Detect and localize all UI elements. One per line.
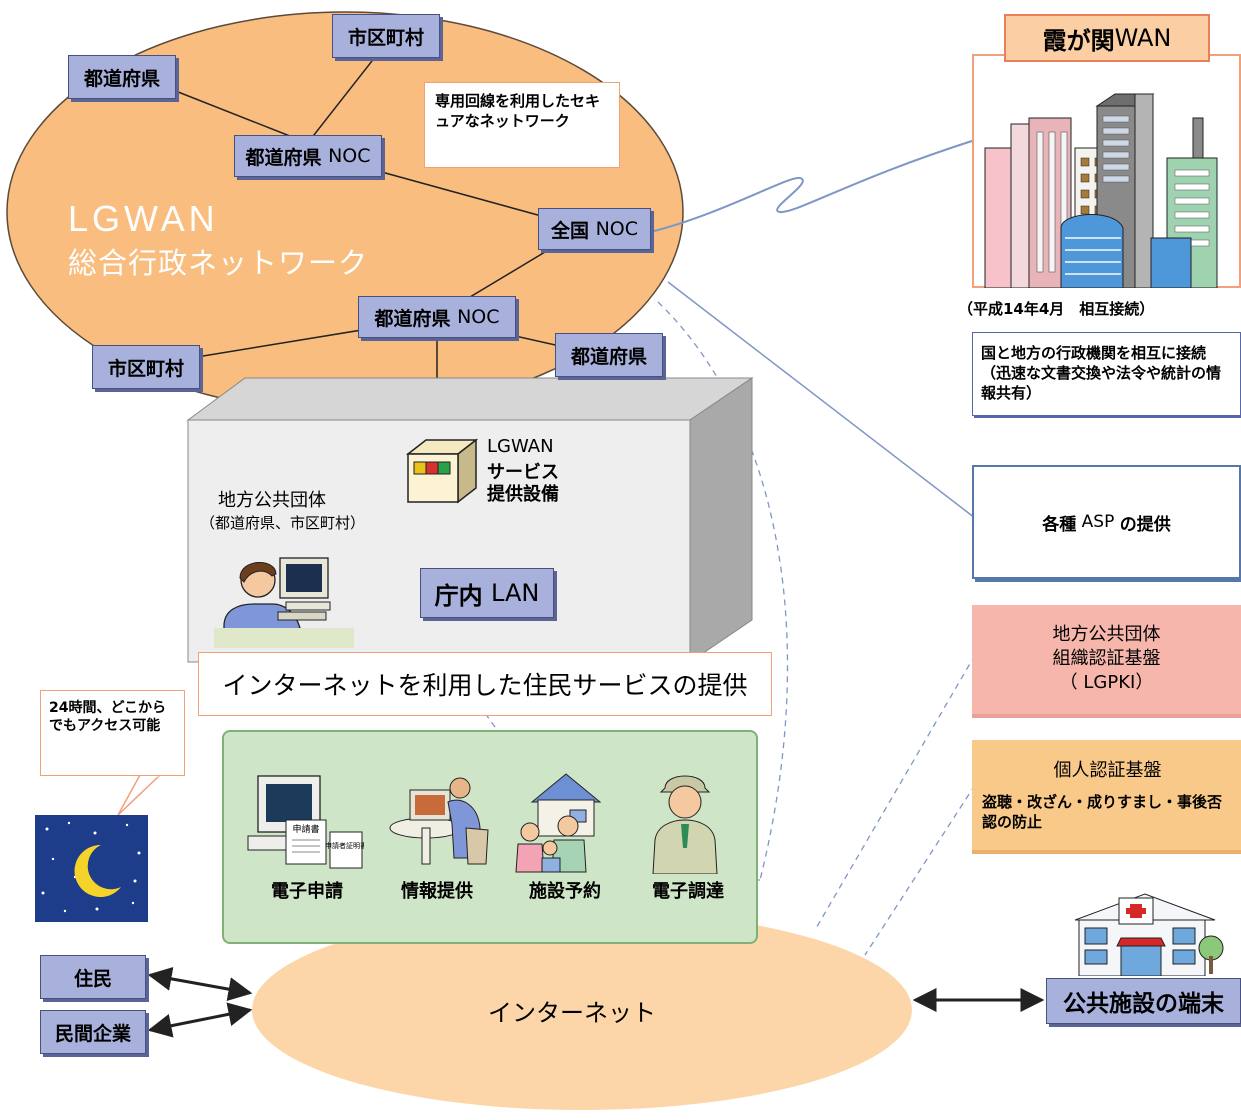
asp-box: 各種 ASP の提供: [972, 465, 1241, 579]
arrows: [147, 967, 1045, 1038]
internet-label: インターネット: [488, 999, 656, 1027]
kasumigaseki-description: 国と地方の行政機関を相互に接続（迅速な文書交換や法令や統計の情報共有）: [972, 332, 1241, 416]
companies-box: 民間企業: [40, 1010, 146, 1054]
internet-service-banner: インターネットを利用した住民サービスの提供: [198, 652, 772, 716]
hospital-icon: [1074, 890, 1225, 980]
server-equipment-icon: [405, 436, 479, 510]
government-buildings-icon: [975, 88, 1241, 292]
equipment-label-line1: LGWAN: [487, 436, 554, 457]
office-worker-computer-icon: [214, 548, 354, 652]
personal-auth-description: 盗聴・改ざん・成りすまし・事後否認の防止: [982, 793, 1223, 831]
personal-auth-box: 個人認証基盤 盗聴・改ざん・成りすまし・事後否認の防止: [972, 740, 1241, 854]
form-doc-label: 申請書: [292, 823, 319, 835]
node-prefecture-noc-lower: 都道府県 NOC: [358, 296, 516, 338]
info-provision-icon: [382, 768, 492, 872]
e-application-computer-icon: 申請書 申請者証明書: [244, 772, 367, 874]
certificate-doc-label: 申請者証明書: [325, 841, 364, 850]
lgwan-title: LGWAN: [68, 198, 219, 239]
node-todofuken-bottom: 都道府県: [555, 333, 663, 377]
availability-callout: 24時間、どこからでもアクセス可能: [40, 690, 185, 776]
public-terminal-box: 公共施設の端末: [1046, 978, 1241, 1024]
night-moon-icon: [35, 815, 148, 926]
internet-ellipse: [252, 910, 912, 1110]
node-shikuchoson-bottom: 市区町村: [92, 345, 200, 389]
lgpki-line1: 地方公共団体: [1052, 624, 1161, 645]
callout-tail: [117, 774, 162, 816]
lan-box: 庁内 LAN: [420, 568, 554, 618]
service-facility-reservation: 施設予約: [529, 881, 601, 902]
node-todofuken-left: 都道府県: [68, 55, 176, 99]
connection-date: （平成14年4月 相互接続）: [958, 300, 1155, 318]
lgpki-line2: 組織認証基盤: [1052, 648, 1161, 669]
lgpki-line3: （ LGPKI）: [1059, 672, 1154, 693]
node-national-noc: 全国 NOC: [538, 208, 651, 250]
lgwan-subtitle: 総合行政ネットワーク: [68, 246, 369, 280]
service-e-procurement: 電子調達: [652, 881, 724, 902]
local-gov-label: 地方公共団体: [218, 490, 326, 511]
equipment-label-line3: 提供設備: [487, 484, 559, 505]
service-e-application: 電子申請: [271, 881, 343, 902]
node-prefecture-noc-upper: 都道府県 NOC: [234, 135, 382, 177]
residents-box: 住民: [40, 955, 146, 999]
personal-auth-title: 個人認証基盤: [1053, 760, 1162, 781]
service-info-provision: 情報提供: [401, 881, 473, 902]
equipment-label-line2: サービス: [487, 462, 559, 483]
wan-link: [649, 139, 976, 233]
facility-reservation-family-icon: [508, 768, 620, 878]
secure-network-callout: 専用回線を利用したセキュアなネットワーク: [424, 82, 620, 168]
e-procurement-person-icon: [645, 768, 725, 878]
lgpki-box: 地方公共団体 組織認証基盤 （ LGPKI）: [972, 605, 1241, 718]
node-shikuchoson-top: 市区町村: [332, 14, 440, 58]
local-gov-sublabel: （都道府県、市区町村）: [200, 514, 366, 532]
asp-link: [667, 281, 976, 519]
